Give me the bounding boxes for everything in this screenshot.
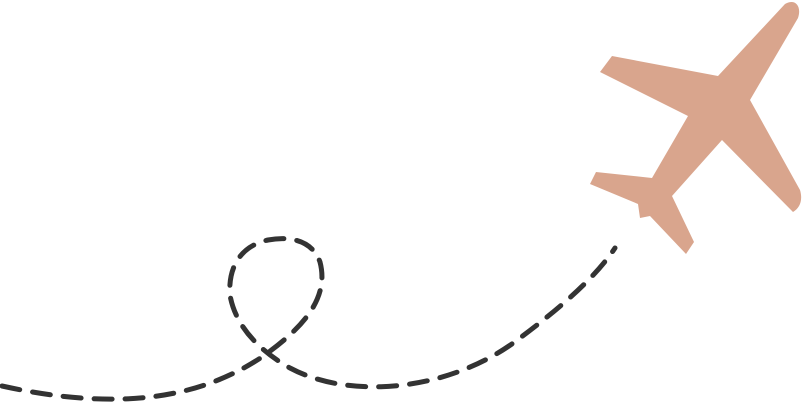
dashed-flight-path	[0, 236, 618, 402]
airplane-icon	[590, 1, 802, 254]
